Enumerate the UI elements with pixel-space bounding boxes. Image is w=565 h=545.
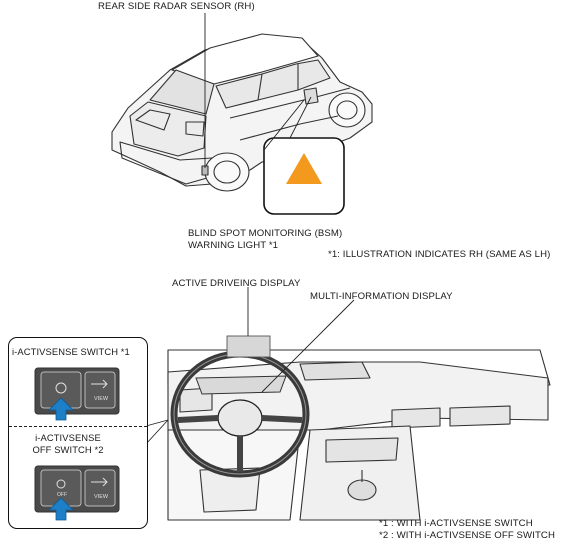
switch-panels: VIEW OFF VIEW: [34, 367, 120, 521]
footnote-2: *2 : WITH i-ACTIVSENSE OFF SWITCH: [379, 530, 555, 541]
dashboard-interior: [167, 349, 551, 521]
i-activsense-switch-panel: [34, 367, 120, 415]
radar-sensor-label: REAR SIDE RADAR SENSOR (RH): [98, 1, 255, 12]
footnote-1: *1 : WITH i-ACTIVSENSE SWITCH: [379, 518, 533, 529]
view-button-label-2: VIEW: [94, 494, 109, 500]
switch-off-label-line1: i-ACTIVSENSE: [35, 432, 101, 443]
arrow-up-icon: [48, 497, 74, 521]
off-glyph: OFF: [57, 492, 67, 498]
multi-information-display-label: MULTI-INFORMATION DISPLAY: [310, 291, 453, 302]
vehicle-rear-view: [111, 33, 373, 192]
i-activsense-off-switch-panel: [34, 465, 120, 513]
active-driving-display-panel: [226, 335, 271, 358]
view-button-label-1: VIEW: [94, 396, 109, 402]
bsm-label-line1: BLIND SPOT MONITORING (BSM): [188, 228, 343, 239]
arrow-up-icon: [48, 397, 74, 421]
switch-callout-box: i-ACTIVSENSE SWITCH *1 VIEW OFF: [8, 337, 148, 529]
callout-divider: [9, 426, 147, 427]
bsm-label-line2: WARNING LIGHT *1: [188, 240, 279, 251]
warning-triangle-icon: [286, 153, 322, 184]
switch-on-label: i-ACTIVSENSE SWITCH *1: [12, 346, 130, 357]
illustration-note: *1: ILLUSTRATION INDICATES RH (SAME AS L…: [328, 249, 551, 260]
switch-off-label-line2: OFF SWITCH *2: [32, 444, 104, 455]
active-driving-display-label: ACTIVE DRIVEING DISPLAY: [172, 278, 301, 289]
